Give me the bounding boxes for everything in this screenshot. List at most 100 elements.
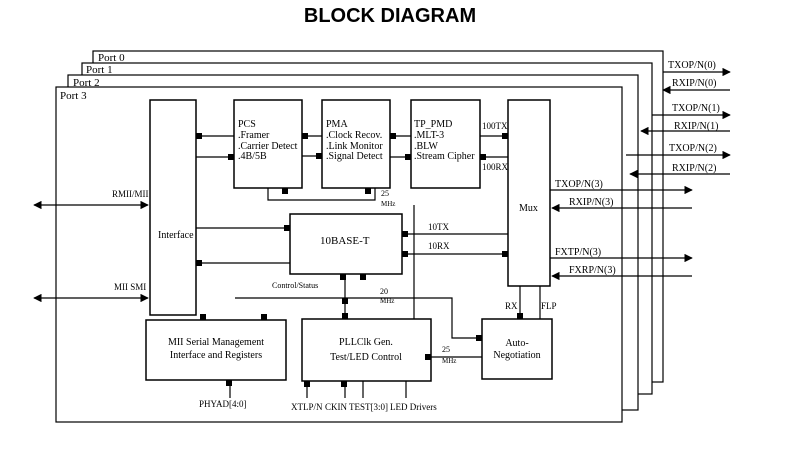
connection-dots <box>196 133 523 387</box>
tenbase-label: 10BASE-T <box>320 235 370 247</box>
pll-block <box>301 318 432 382</box>
dot-phyad <box>226 380 232 386</box>
tp-pmd-line-2: .BLW <box>414 141 439 152</box>
page-title: BLOCK DIAGRAM <box>304 5 476 27</box>
tp-pmd-block <box>410 99 481 189</box>
label-25-top-unit: MHz <box>381 200 395 208</box>
label-20: 20 <box>380 287 388 296</box>
mii-mgmt-block <box>145 319 287 381</box>
dot-pll-right <box>425 354 431 360</box>
pin-txop2: TXOP/N(2) <box>669 143 717 154</box>
pcs-line-1: .Framer <box>238 130 270 141</box>
dot-xtlp <box>304 381 310 387</box>
mii-mgmt-line-2: Interface and Registers <box>170 350 262 361</box>
pll-line-1: PLLClk Gen. <box>339 337 393 348</box>
autoneg-line-1: Auto- <box>505 338 528 349</box>
pin-fxtp3: FXTP/N(3) <box>555 247 601 258</box>
dot-control-status <box>342 298 348 304</box>
label-20-unit: MHz <box>380 297 394 305</box>
pma-line-2: .Link Monitor <box>326 141 383 152</box>
dot-if-pcs-bottom <box>228 154 234 160</box>
pin-rxip2: RXIP/N(2) <box>672 163 716 174</box>
pin-txop1: TXOP/N(1) <box>672 103 720 114</box>
label-xtlp: XTLP/N <box>291 402 323 412</box>
pma-title: PMA <box>326 119 348 130</box>
wiring <box>196 135 541 398</box>
dot-pma-tp-bottom <box>405 154 411 160</box>
label-flp: FLP <box>541 301 557 311</box>
dot-tenbase-10tx <box>402 231 408 237</box>
pin-rxip3: RXIP/N(3) <box>569 197 613 208</box>
port-3-label: Port 3 <box>60 90 87 102</box>
front-pins <box>550 185 693 281</box>
rmii-label: RMII/MII <box>112 189 149 199</box>
dot-pma-clock <box>365 188 371 194</box>
dot-autoneg-rx <box>517 313 523 319</box>
pma-block <box>321 99 391 189</box>
autoneg-line-2: Negotiation <box>493 350 540 361</box>
label-control-status: Control/Status <box>272 281 318 290</box>
interface-block <box>149 99 197 316</box>
dot-if-tenbase <box>196 260 202 266</box>
mux-block <box>507 99 551 287</box>
dot-ckin <box>341 381 347 387</box>
dot-autoneg-left <box>476 335 482 341</box>
dot-pcs-clock <box>282 188 288 194</box>
pin-fxrp3: FXRP/N(3) <box>569 265 616 276</box>
label-led: LED Drivers <box>390 402 437 412</box>
dot-pcs-pma-bottom <box>316 153 322 159</box>
pcs-line-3: .4B/5B <box>238 151 267 162</box>
label-phyad: PHYAD[4:0] <box>199 399 247 409</box>
dot-tenbase-10rx <box>402 251 408 257</box>
pin-txop3: TXOP/N(3) <box>555 179 603 190</box>
port-1-label: Port 1 <box>86 64 113 76</box>
dot-tenbase-bottom-right <box>360 274 366 280</box>
pin-txop0: TXOP/N(0) <box>668 60 716 71</box>
dot-tp-mux-100tx <box>502 133 508 139</box>
mux-label: Mux <box>519 203 538 214</box>
tp-pmd-title: TP_PMD <box>414 119 452 130</box>
port-2-label: Port 2 <box>73 77 100 89</box>
pin-rxip1: RXIP/N(1) <box>674 121 718 132</box>
mii-mgmt-line-1: MII Serial Management <box>168 337 264 348</box>
tp-pmd-line-1: .MLT-3 <box>414 130 444 141</box>
pcs-line-2: .Carrier Detect <box>238 141 298 152</box>
dot-tenbase-left-top <box>284 225 290 231</box>
dot-tenbase-bottom-left <box>340 274 346 280</box>
dot-mii-top-2 <box>261 314 267 320</box>
label-10tx: 10TX <box>428 222 449 232</box>
dot-pll-top <box>342 313 348 319</box>
label-100tx: 100TX <box>482 121 508 131</box>
label-25-top: 25 <box>381 189 389 198</box>
dot-pcs-pma-top <box>302 133 308 139</box>
dot-mux-10rx <box>502 251 508 257</box>
port-0-label: Port 0 <box>98 52 125 64</box>
pcs-block <box>233 99 303 189</box>
mii-smi-label: MII SMI <box>114 282 146 292</box>
label-test: TEST[3:0] <box>349 402 388 412</box>
pll-line-2: Test/LED Control <box>330 352 402 363</box>
dot-pma-tp-top <box>390 133 396 139</box>
blocks <box>145 99 553 382</box>
pcs-pma-clock <box>267 188 376 201</box>
label-10rx: 10RX <box>428 241 450 251</box>
dot-if-pcs-top <box>196 133 202 139</box>
tenbase-block <box>289 213 403 275</box>
left-connections <box>33 200 149 303</box>
label-25-pll: 25 <box>442 345 450 354</box>
label-rx: RX <box>505 301 518 311</box>
pma-line-3: .Signal Detect <box>326 151 383 162</box>
tp-pmd-line-3: .Stream Cipher <box>414 151 475 162</box>
autoneg-block <box>481 318 553 380</box>
label-ckin: CKIN <box>325 402 347 412</box>
dot-mii-top-1 <box>200 314 206 320</box>
interface-label: Interface <box>158 230 194 241</box>
pin-rxip0: RXIP/N(0) <box>672 78 716 89</box>
label-100rx: 100RX <box>482 162 509 172</box>
label-25-pll-unit: MHz <box>442 357 456 365</box>
pma-line-1: .Clock Recov. <box>326 130 382 141</box>
dot-tp-mux-100rx <box>480 154 486 160</box>
back-pins <box>626 67 731 179</box>
pcs-title: PCS <box>238 119 256 130</box>
